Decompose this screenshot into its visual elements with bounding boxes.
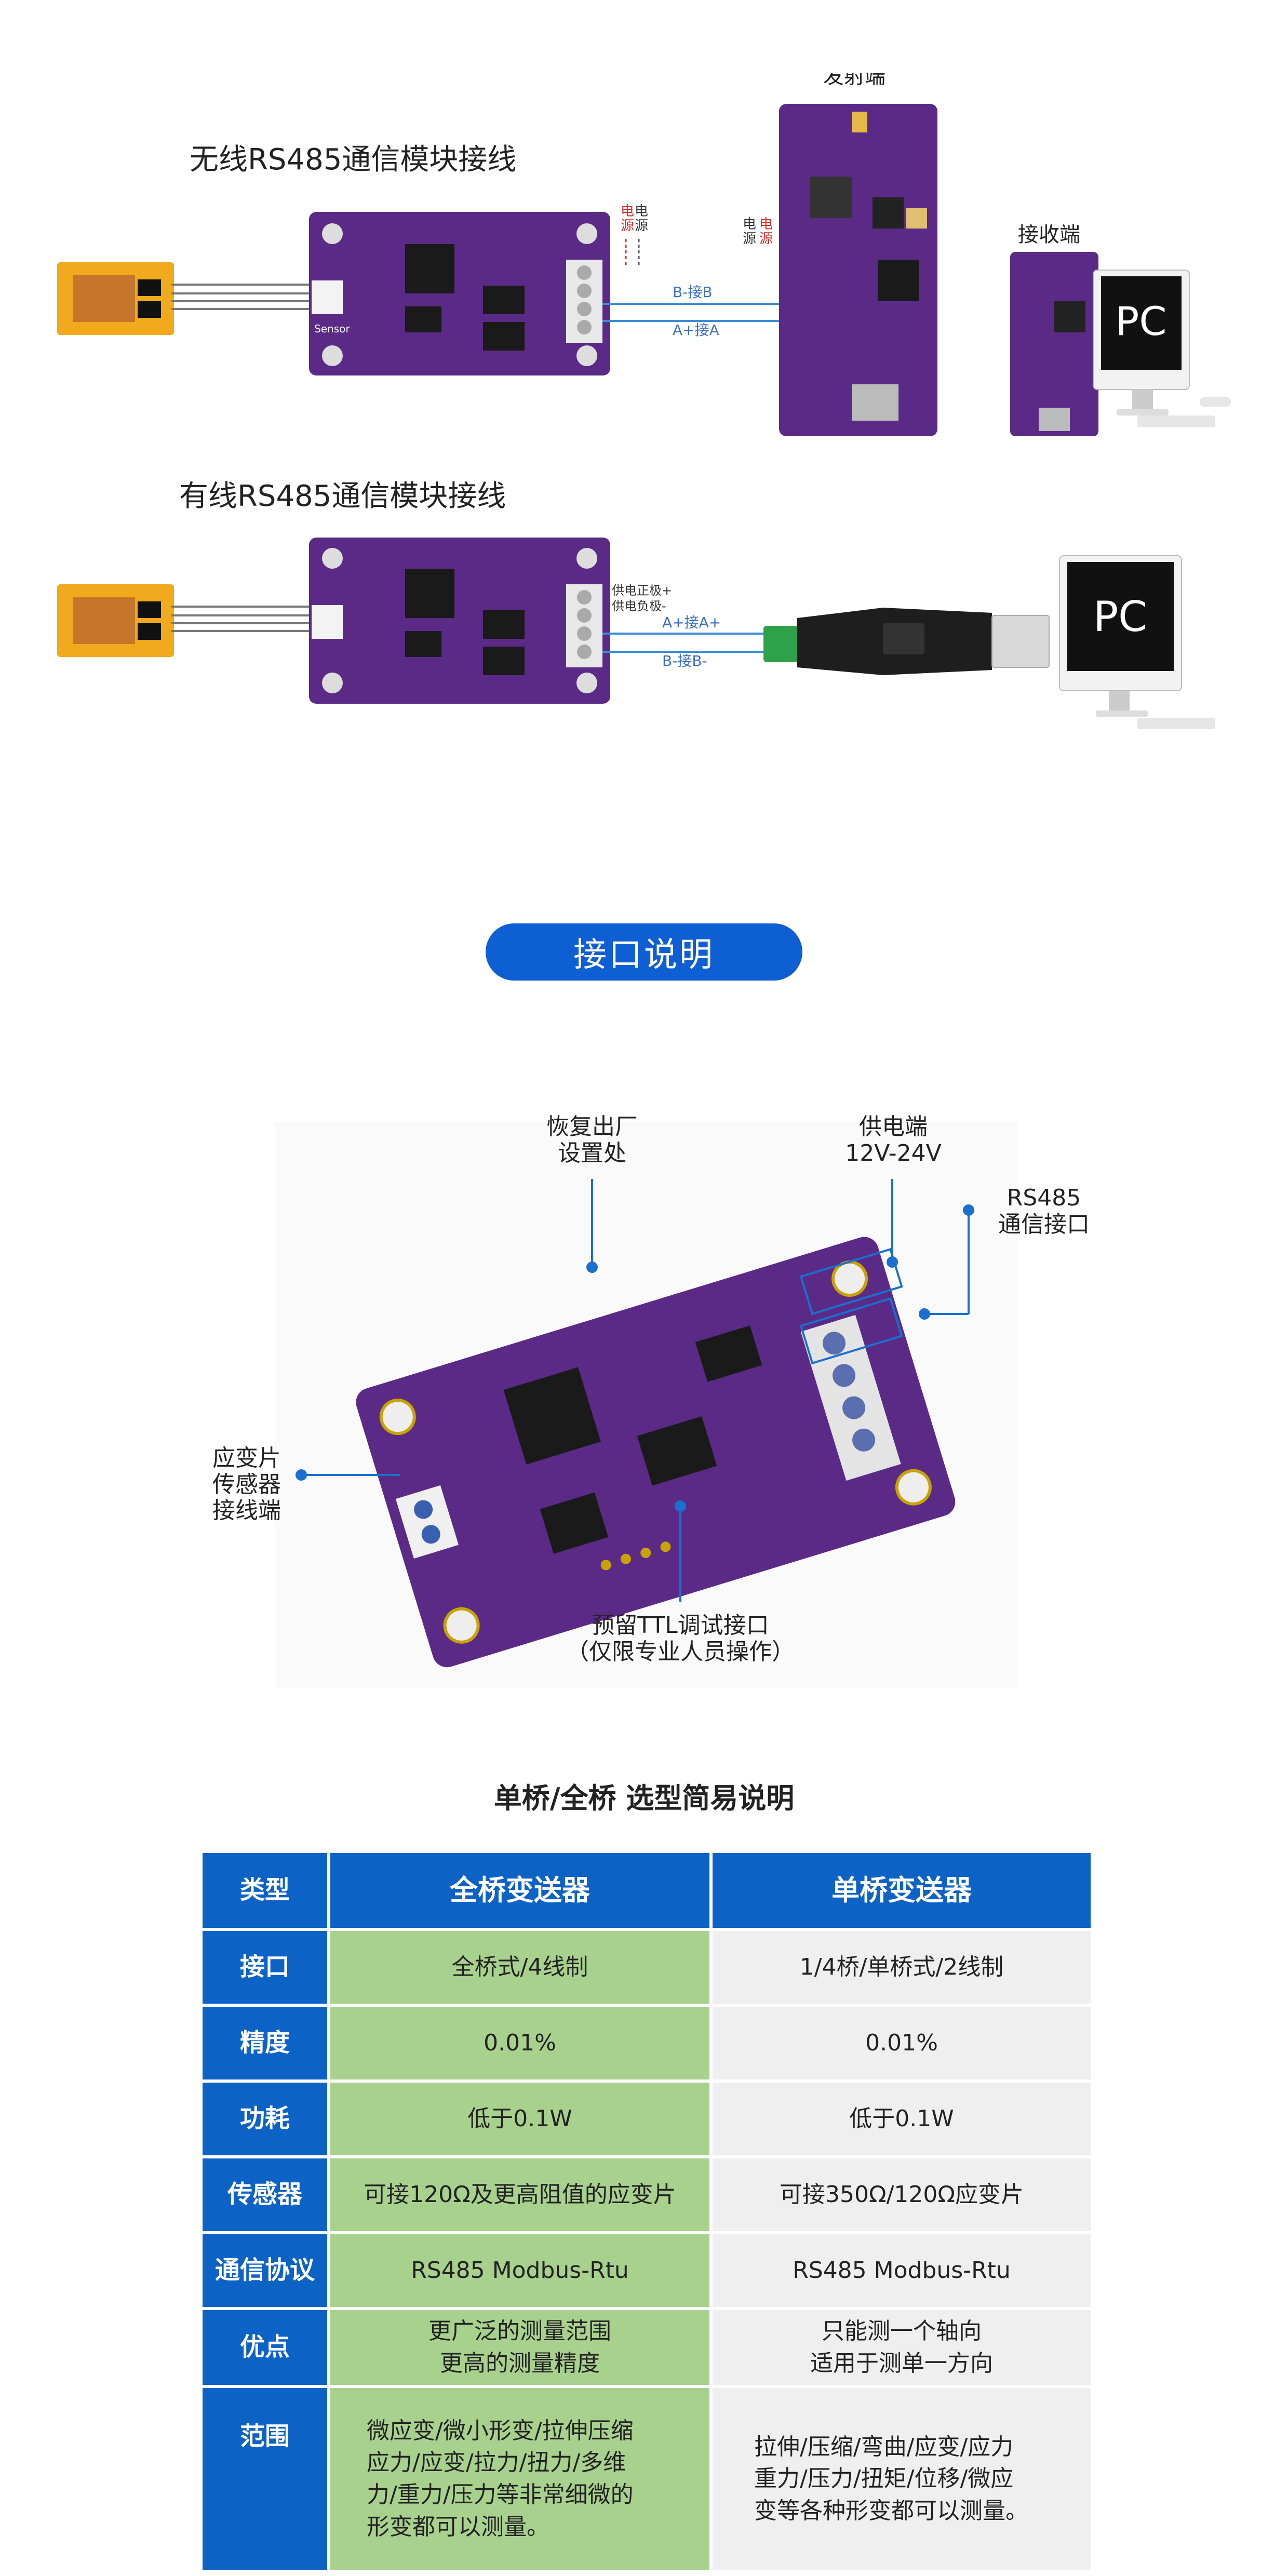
single-bridge-cell: 拉伸/压缩/弯曲/应变/应力 重力/压力/扭矩/位移/微应 变等各种形变都可以测… xyxy=(713,2388,1091,2570)
table-header-row: 类型 全桥变送器 单桥变送器 xyxy=(203,1853,1091,1928)
full-bridge-cell: 可接120Ω及更高阻值的应变片 xyxy=(330,2158,709,2231)
single-bridge-cell: 只能测一个轴向 适用于测单一方向 xyxy=(713,2310,1091,2385)
table-row: 精度 0.01% 0.01% xyxy=(203,2007,1091,2079)
transmitter-board xyxy=(779,104,937,436)
full-bridge-cell: 低于0.1W xyxy=(330,2083,709,2155)
wire-b-label-2: B-接B- xyxy=(662,652,707,669)
table-title: 单桥/全桥 选型简易说明 xyxy=(493,1782,795,1815)
single-bridge-cell: RS485 Modbus-Rtu xyxy=(713,2234,1091,2307)
usb-rs485-converter-icon xyxy=(763,608,1050,675)
wired-module-pcb xyxy=(309,538,610,704)
wire-b-label: B-接B xyxy=(673,284,713,301)
row-label: 优点 xyxy=(203,2310,327,2385)
rs485-callout-label: RS485 通信接口 xyxy=(998,1185,1090,1238)
spec-table: 类型 全桥变送器 单桥变送器 接口 全桥式/4线制 1/4桥/单桥式/2线制 精… xyxy=(199,1850,1094,2573)
row-label: 接口 xyxy=(203,1931,327,2004)
full-bridge-cell: 更广泛的测量范围 更高的测量精度 xyxy=(330,2310,709,2385)
svg-text:源: 源 xyxy=(635,218,648,234)
wired-diagram-title: 有线RS485通信模块接线 xyxy=(179,479,506,513)
svg-text:电: 电 xyxy=(621,204,634,219)
supply-pos-label: 供电正极+ xyxy=(612,583,672,598)
row-label: 传感器 xyxy=(203,2158,327,2231)
single-bridge-cell: 可接350Ω/120Ω应变片 xyxy=(713,2158,1091,2231)
ttl-callout-label: 预留TTL调试接口 （仅限专业人员操作） xyxy=(566,1612,795,1665)
wire-a-label-2: A+接A+ xyxy=(662,614,721,631)
reset-callout-label: 恢复出厂 设置处 xyxy=(546,1113,638,1166)
table-row: 优点 更广泛的测量范围 更高的测量精度 只能测一个轴向 适用于测单一方向 xyxy=(203,2310,1091,2385)
pc-monitor-icon: PC xyxy=(1093,270,1231,427)
header-cell: 类型 xyxy=(203,1853,327,1928)
table-row: 接口 全桥式/4线制 1/4桥/单桥式/2线制 xyxy=(203,1931,1091,2004)
strain-gauge-icon-2 xyxy=(57,584,174,657)
interface-section-pill: 接口说明 xyxy=(486,923,802,981)
header-cell: 全桥变送器 xyxy=(330,1853,709,1928)
row-label: 通信协议 xyxy=(203,2234,327,2307)
full-bridge-cell: 全桥式/4线制 xyxy=(330,1931,709,2004)
power-callout-label: 供电端 12V-24V xyxy=(845,1113,942,1166)
table-row: 范围 微应变/微小形变/拉伸压缩 应力/应变/拉力/扭力/多维 力/重力/压力等… xyxy=(203,2388,1091,2570)
pc-monitor-icon-2: PC xyxy=(1059,555,1215,729)
supply-neg-label: 供电负极- xyxy=(612,599,666,613)
full-bridge-cell: 0.01% xyxy=(330,2007,709,2079)
single-bridge-cell: 0.01% xyxy=(713,2007,1091,2079)
full-bridge-cell: 微应变/微小形变/拉伸压缩 应力/应变/拉力/扭力/多维 力/重力/压力等非常细… xyxy=(330,2388,709,2570)
row-label: 精度 xyxy=(203,2007,327,2079)
single-bridge-cell: 低于0.1W xyxy=(713,2083,1091,2155)
svg-text:电: 电 xyxy=(635,204,648,219)
full-bridge-cell: RS485 Modbus-Rtu xyxy=(330,2234,709,2307)
single-bridge-cell: 1/4桥/单桥式/2线制 xyxy=(713,1931,1091,2004)
svg-text:源: 源 xyxy=(621,218,634,234)
wired-wiring-diagram: 供电正极+ 供电负极- A+接A+ B-接B- PC xyxy=(57,538,1215,729)
pc-label-1: PC xyxy=(1116,298,1167,344)
svg-text:源: 源 xyxy=(743,231,756,247)
row-label: 功耗 xyxy=(203,2083,327,2155)
strain-gauge-icon xyxy=(57,262,174,335)
svg-text:电: 电 xyxy=(759,217,773,232)
pc-label-2: PC xyxy=(1093,593,1147,641)
wire-a-label: A+接A xyxy=(673,321,719,339)
table-row: 传感器 可接120Ω及更高阻值的应变片 可接350Ω/120Ω应变片 xyxy=(203,2158,1091,2231)
row-label: 范围 xyxy=(203,2388,327,2570)
transmitter-module-pcb: Sensor xyxy=(309,212,610,375)
table-row: 功耗 低于0.1W 低于0.1W xyxy=(203,2083,1091,2155)
strain-callout-label: 应变片 传感器 接线端 xyxy=(212,1445,281,1524)
svg-text:电: 电 xyxy=(743,217,756,232)
wireless-wiring-diagram: Sensor 电 源 电 源 B-接B A+接A 电 源 电 源 发射端 接收端… xyxy=(57,73,1231,436)
sensor-text: Sensor xyxy=(314,323,350,335)
transmitter-label: 发射端 xyxy=(823,73,886,88)
pcb-board-photo xyxy=(356,1237,956,1668)
header-cell: 单桥变送器 xyxy=(713,1853,1091,1928)
wireless-diagram-title: 无线RS485通信模块接线 xyxy=(190,143,517,177)
receiver-label: 接收端 xyxy=(1018,223,1080,247)
svg-text:源: 源 xyxy=(759,231,773,247)
table-row: 通信协议 RS485 Modbus-Rtu RS485 Modbus-Rtu xyxy=(203,2234,1091,2307)
receiver-board xyxy=(1010,252,1098,436)
board-callout-diagram xyxy=(275,1122,1018,1688)
